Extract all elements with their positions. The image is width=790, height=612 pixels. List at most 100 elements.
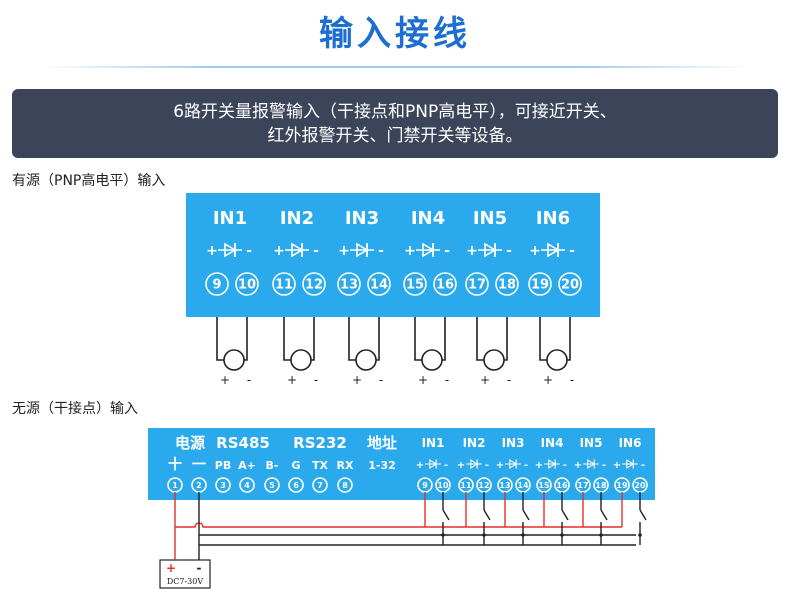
active-wire-minus-1 (244, 317, 248, 361)
active-source-plus-label: + (287, 373, 297, 387)
active-diode-plus: + (338, 243, 350, 259)
active-input-label: 有源（PNP高电平）输入 (12, 173, 166, 189)
passive-terminal-19-number: 19 (616, 481, 628, 490)
passive-terminal-8-number: 8 (342, 481, 348, 490)
passive-terminal-10-number: 10 (437, 481, 449, 490)
passive-sub-label-8: RX (337, 459, 354, 472)
banner-line-2: 红外报警开关、门禁开关等设备。 (267, 125, 523, 146)
active-source-3 (355, 349, 377, 371)
passive-channel-label-in5: IN5 (580, 436, 603, 450)
active-source-plus-label: + (352, 373, 362, 387)
passive-terminal-7-ring (312, 477, 328, 493)
passive-diode-5-triangle (587, 459, 596, 469)
passive-channel-label-in3: IN3 (502, 436, 525, 450)
active-source-minus-label: - (314, 373, 318, 387)
passive-group-3: RS232 (293, 434, 347, 452)
active-terminal-9-number: 9 (212, 278, 221, 293)
active-wire-minus-5 (504, 317, 508, 361)
active-wire-plus-6 (539, 317, 547, 361)
passive-input-label: 无源（干接点）输入 (12, 401, 138, 417)
passive-terminal-1-number: 1 (172, 481, 178, 490)
passive-sub-label-2: 一 (192, 457, 206, 473)
active-diode-plus: + (273, 243, 285, 259)
passive-diode-6-triangle (626, 459, 635, 469)
passive-diode-3-triangle (509, 459, 518, 469)
passive-diode-plus: + (496, 460, 504, 471)
junction-dot-6 (638, 533, 642, 537)
junction-dot-5 (599, 533, 603, 537)
switch-contact-6 (639, 509, 647, 521)
red-bus-wire (175, 522, 622, 528)
switch-contact-4 (561, 509, 569, 521)
junction-dot-1 (441, 533, 445, 537)
active-diode-plus: + (206, 243, 218, 259)
active-terminal-15-number: 15 (406, 278, 424, 293)
active-diode-minus: - (313, 243, 319, 259)
active-terminal-17-ring (465, 272, 489, 296)
active-terminal-18-number: 18 (498, 278, 516, 293)
passive-channel-label-in2: IN2 (463, 436, 486, 450)
active-diode-plus: + (529, 243, 541, 259)
active-wire-minus-4 (442, 317, 446, 361)
passive-channel-label-in1: IN1 (422, 436, 445, 450)
page-title: 输入接线 (319, 14, 471, 54)
passive-terminal-11-number: 11 (460, 481, 472, 490)
description-banner: 6路开关量报警输入（干接点和PNP高电平），可接近开关、 红外报警开关、门禁开关… (12, 89, 778, 158)
active-wire-plus-1 (216, 317, 224, 361)
active-source-plus-label: + (418, 373, 428, 387)
passive-terminal-12-number: 12 (478, 481, 489, 490)
active-diode-5-triangle (484, 242, 497, 258)
active-terminal-10-number: 10 (238, 278, 256, 293)
active-source-minus-label: - (445, 373, 449, 387)
passive-terminal-16-number: 16 (556, 481, 568, 490)
active-diode-minus: - (246, 243, 252, 259)
active-diode-4-triangle (422, 242, 435, 258)
active-source-6 (546, 349, 568, 371)
active-diode-1-triangle (224, 242, 237, 258)
passive-diode-minus: - (524, 460, 528, 471)
active-channel-label-in2: IN2 (280, 208, 314, 229)
junction-dot-3 (521, 533, 525, 537)
active-wire-minus-3 (376, 317, 380, 361)
passive-sub-label-9: 1-32 (368, 459, 396, 472)
passive-terminal-14-number: 14 (517, 481, 529, 490)
passive-terminal-17-number: 17 (577, 481, 588, 490)
active-source-minus-label: - (379, 373, 383, 387)
active-terminal-19-number: 19 (531, 278, 549, 293)
active-source-minus-label: - (247, 373, 251, 387)
passive-sub-label-6: G (291, 459, 300, 472)
active-source-plus-label: + (480, 373, 490, 387)
passive-terminal-5-number: 5 (269, 481, 275, 490)
active-wire-plus-4 (414, 317, 422, 361)
passive-diode-plus: + (416, 460, 424, 471)
switch-contact-2 (483, 509, 491, 521)
passive-diode-minus: - (602, 460, 606, 471)
active-source-1 (223, 349, 245, 371)
passive-terminal-18-number: 18 (595, 481, 607, 490)
active-diode-minus: - (444, 243, 450, 259)
active-diode-3-triangle (356, 242, 369, 258)
power-supply-label: DC7-30V (167, 577, 204, 586)
passive-terminal-6-number: 6 (293, 481, 299, 490)
junction-dot-2 (482, 533, 486, 537)
active-diode-minus: - (378, 243, 384, 259)
passive-terminal-5-ring (264, 477, 280, 493)
passive-terminal-2-number: 2 (196, 481, 202, 490)
active-wire-plus-2 (283, 317, 291, 361)
active-terminal-13-ring (337, 272, 361, 296)
passive-diode-minus: - (641, 460, 645, 471)
active-source-plus-label: + (220, 373, 230, 387)
active-diode-6-triangle (547, 242, 560, 258)
active-channel-label-in3: IN3 (345, 208, 379, 229)
active-source-minus-label: - (507, 373, 511, 387)
passive-diode-minus: - (563, 460, 567, 471)
active-diode-minus: - (506, 243, 512, 259)
passive-sub-label-5: B- (266, 459, 279, 472)
power-supply-box (159, 559, 211, 589)
active-source-4 (421, 349, 443, 371)
passive-group-1: 电源 (175, 434, 205, 452)
active-terminal-16-ring (433, 272, 457, 296)
power-supply-minus: - (197, 561, 202, 575)
active-terminal-10-ring (235, 272, 259, 296)
